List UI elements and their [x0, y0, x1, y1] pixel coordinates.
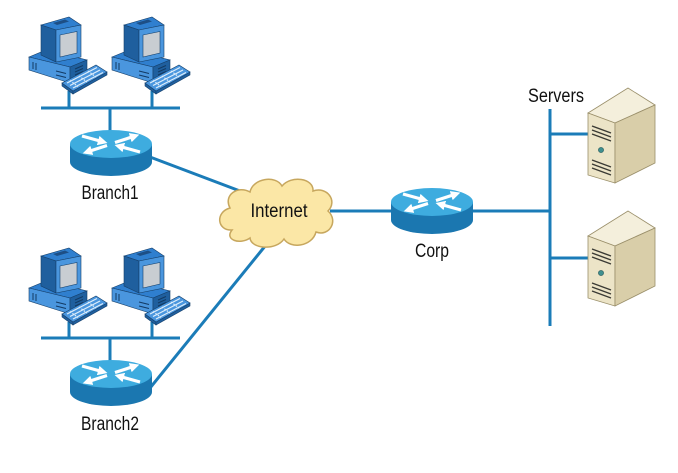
workstation-icon: [111, 247, 191, 326]
corp-label: Corp: [415, 241, 449, 262]
internet-cloud-icon: [219, 178, 334, 248]
router-icon: [391, 188, 473, 234]
router-icon: [70, 360, 152, 406]
branch2-label: Branch2: [81, 414, 139, 435]
branch1-label: Branch1: [82, 183, 139, 204]
workstation-icon: [111, 16, 191, 95]
branch1-internet-link: [149, 155, 241, 193]
router-icon: [70, 130, 152, 176]
workstation-icon: [28, 16, 108, 95]
branch2-internet-link: [148, 239, 272, 389]
workstation-icon: [28, 247, 108, 326]
server-icon: [587, 87, 656, 184]
internet-label: Internet: [251, 201, 309, 222]
server-icon: [587, 210, 656, 307]
servers-label: Servers: [528, 86, 584, 107]
links: [41, 91, 590, 389]
